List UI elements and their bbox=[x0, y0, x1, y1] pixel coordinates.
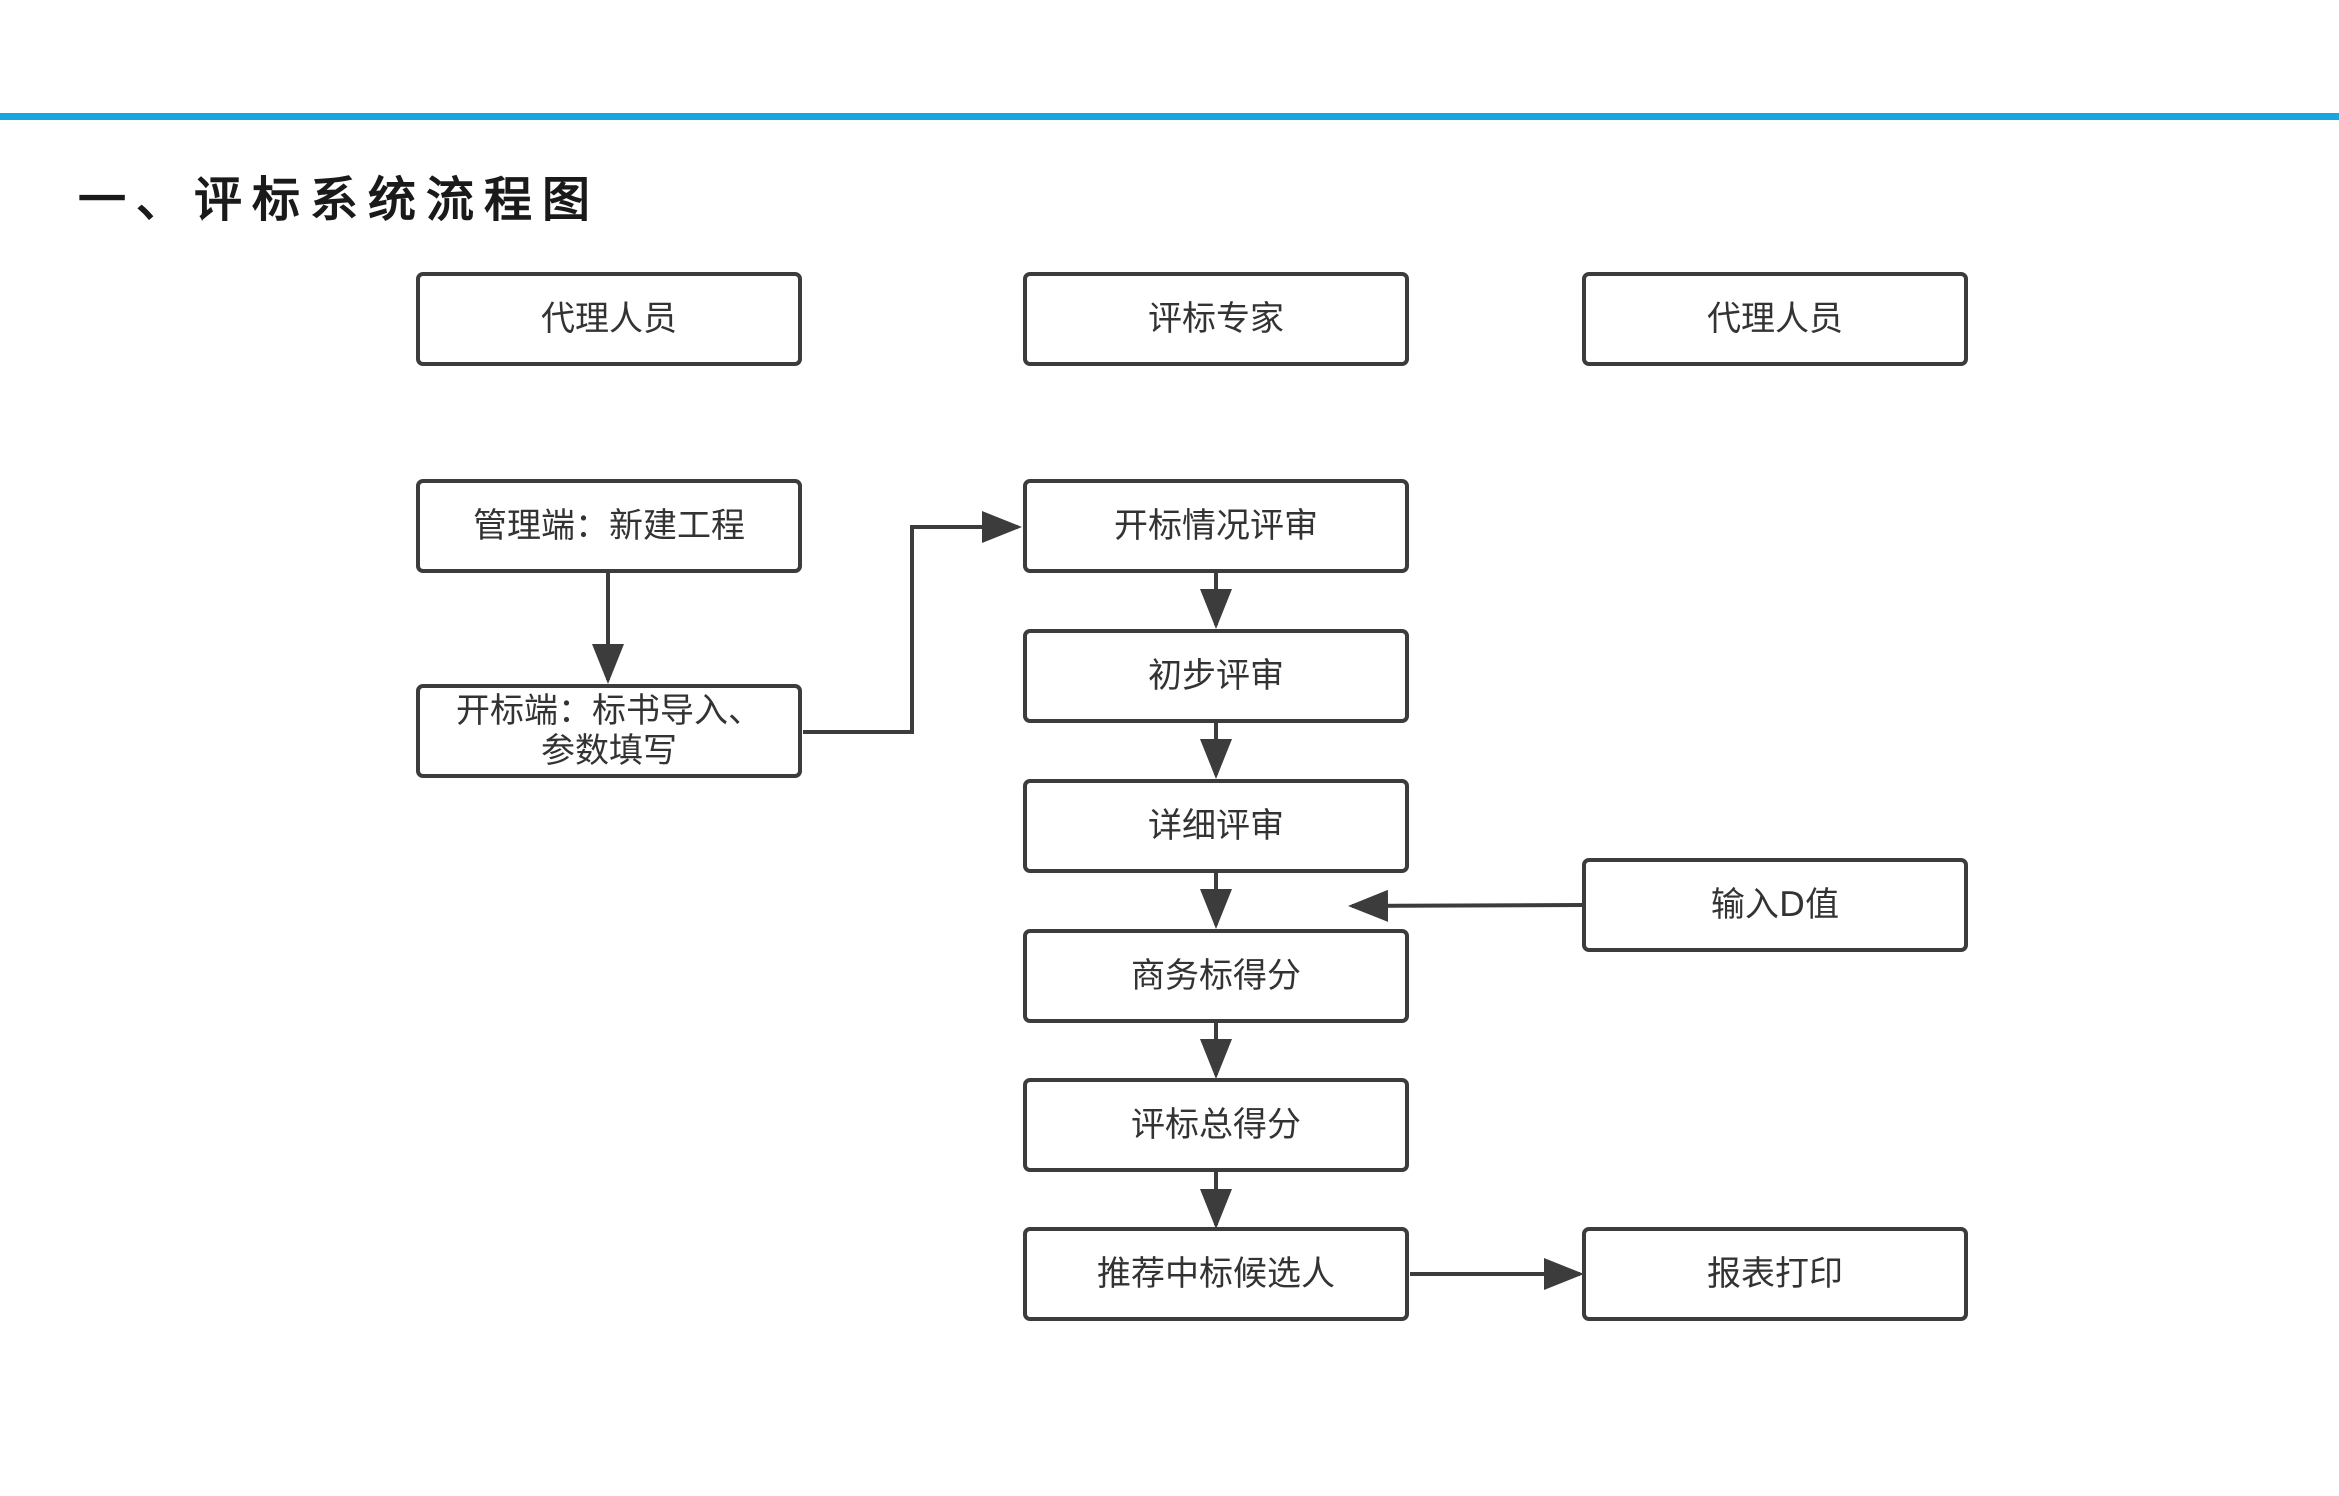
node-import-bid-label-line2: 参数填写 bbox=[541, 731, 677, 771]
node-report-print: 报表打印 bbox=[1582, 1227, 1968, 1321]
node-preliminary-review: 初步评审 bbox=[1023, 629, 1409, 723]
node-detailed-review: 详细评审 bbox=[1023, 779, 1409, 873]
node-report-print-label: 报表打印 bbox=[1707, 1254, 1843, 1294]
node-input-d-value-label: 输入D值 bbox=[1710, 885, 1840, 925]
node-business-score-label: 商务标得分 bbox=[1131, 956, 1301, 996]
node-opening-review-label: 开标情况评审 bbox=[1114, 506, 1318, 546]
node-opening-review: 开标情况评审 bbox=[1023, 479, 1409, 573]
node-recommend-candidate-label: 推荐中标候选人 bbox=[1097, 1254, 1335, 1294]
page-title: 一、评标系统流程图 bbox=[78, 172, 601, 228]
node-detailed-review-label: 详细评审 bbox=[1148, 806, 1284, 846]
node-recommend-candidate: 推荐中标候选人 bbox=[1023, 1227, 1409, 1321]
lane-header-experts-label: 评标专家 bbox=[1148, 299, 1284, 339]
top-accent-rule bbox=[0, 113, 2339, 120]
node-import-bid-label-line1: 开标端：标书导入、 bbox=[456, 691, 762, 731]
node-total-score-label: 评标总得分 bbox=[1131, 1105, 1301, 1145]
lane-header-experts: 评标专家 bbox=[1023, 272, 1409, 366]
node-create-project-label: 管理端：新建工程 bbox=[473, 506, 745, 546]
lane-header-agent-left-label: 代理人员 bbox=[541, 299, 677, 339]
node-create-project: 管理端：新建工程 bbox=[416, 479, 802, 573]
lane-header-agent-right: 代理人员 bbox=[1582, 272, 1968, 366]
node-business-score: 商务标得分 bbox=[1023, 929, 1409, 1023]
node-preliminary-review-label: 初步评审 bbox=[1148, 656, 1284, 696]
edge-dvalue-to-business bbox=[1348, 889, 1583, 922]
node-import-bid: 开标端：标书导入、 参数填写 bbox=[416, 684, 802, 778]
node-input-d-value: 输入D值 bbox=[1582, 858, 1968, 952]
edge-import-to-opening bbox=[803, 511, 1022, 734]
lane-header-agent-right-label: 代理人员 bbox=[1707, 299, 1843, 339]
lane-header-agent-left: 代理人员 bbox=[416, 272, 802, 366]
node-total-score: 评标总得分 bbox=[1023, 1078, 1409, 1172]
